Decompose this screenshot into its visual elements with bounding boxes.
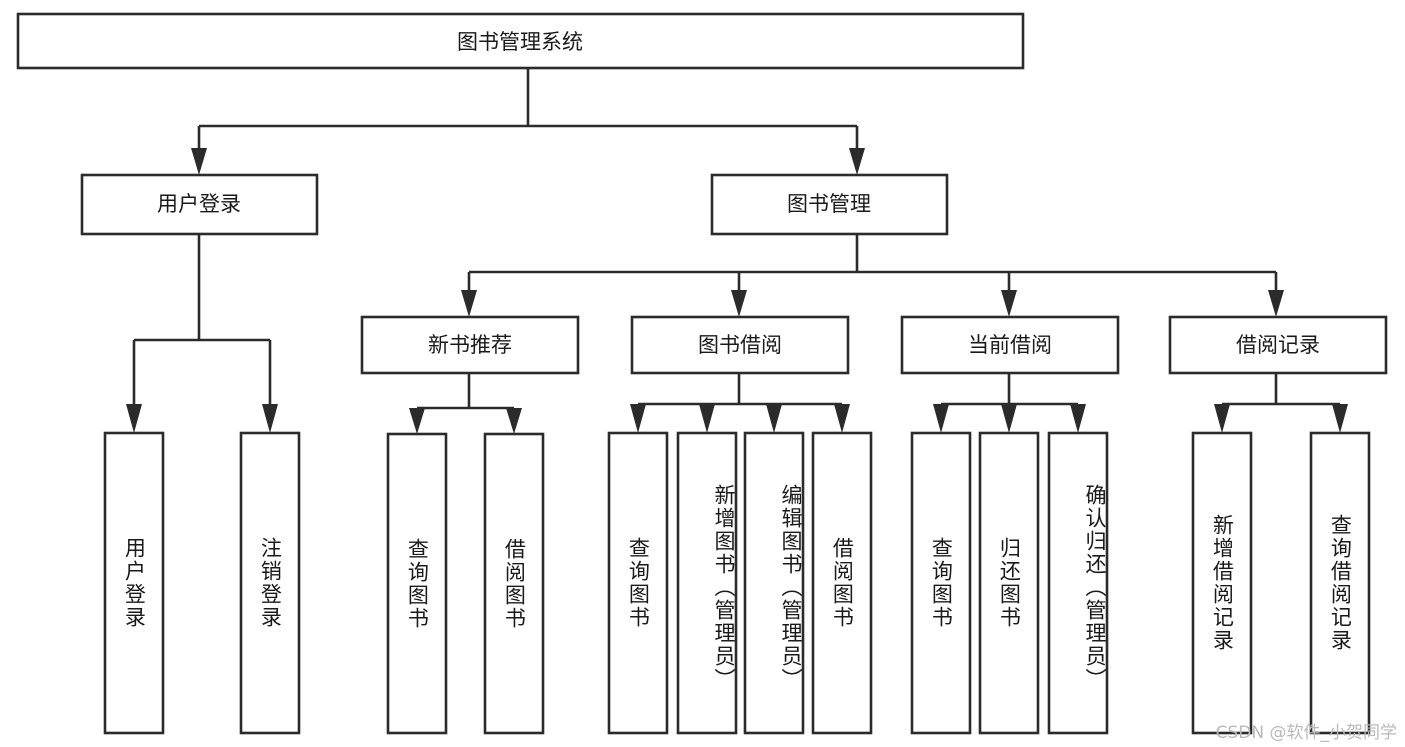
node-leaf-query-book-2[interactable] [607, 431, 669, 735]
node-book-borrow-label: 图书借阅 [698, 333, 782, 357]
arrow-head-leaf-add-book [699, 404, 715, 433]
arrow-head-leaf-user-logout [262, 404, 278, 433]
arrow-head-leaf-query-book-3 [933, 404, 949, 433]
node-leaf-query-record[interactable] [1309, 431, 1371, 735]
nodes-layer: 图书管理系统 用户登录 图书管理 新书推荐 图书借阅 当前借阅 借阅记录 [16, 12, 1388, 735]
arrow-head-leaf-user-login [126, 404, 142, 433]
arrow-head-leaf-edit-book [766, 404, 782, 433]
node-root-label: 图书管理系统 [457, 30, 583, 54]
node-user-login[interactable] [80, 173, 319, 236]
node-book-manage-label: 图书管理 [787, 192, 871, 216]
node-current-borrow-label: 当前借阅 [968, 333, 1052, 357]
node-leaf-query-book-3[interactable] [910, 431, 972, 735]
node-leaf-borrow-book-2[interactable] [811, 431, 873, 735]
node-current-borrow[interactable] [900, 315, 1120, 375]
node-leaf-confirm-return[interactable] [1047, 431, 1109, 735]
arrow-head-leaf-borrow-book-2 [834, 404, 850, 433]
node-leaf-return-book[interactable] [978, 431, 1040, 735]
node-borrow-record[interactable] [1168, 315, 1388, 375]
node-root[interactable] [16, 12, 1025, 70]
csdn-watermark: CSDN @软件_小贺同学 [1215, 723, 1397, 743]
arrow-head-new-book-recommend [461, 290, 477, 317]
node-leaf-user-logout[interactable] [239, 431, 301, 735]
arrow-head-leaf-query-book-2 [630, 404, 646, 433]
node-leaf-edit-book[interactable] [743, 431, 805, 735]
arrow-head-current-borrow [1001, 290, 1017, 317]
arrow-head-leaf-query-book-1 [409, 408, 425, 434]
node-new-book-recommend-label: 新书推荐 [428, 333, 512, 357]
node-book-borrow[interactable] [630, 315, 850, 375]
arrow-head-book-borrow [731, 290, 747, 317]
arrow-head-book-manage [849, 148, 865, 175]
connectors-layer [126, 68, 1348, 434]
node-user-login-label: 用户登录 [157, 192, 241, 216]
node-leaf-add-record[interactable] [1191, 431, 1253, 735]
node-leaf-add-book[interactable] [676, 431, 738, 735]
arrow-head-leaf-confirm-return [1070, 404, 1086, 433]
node-new-book-recommend[interactable] [360, 315, 580, 375]
node-leaf-query-book-1[interactable] [386, 432, 448, 735]
node-book-manage[interactable] [710, 173, 949, 236]
arrow-head-leaf-add-record [1214, 404, 1230, 433]
arrow-head-leaf-borrow-book-1 [506, 408, 522, 434]
node-borrow-record-label: 借阅记录 [1236, 333, 1320, 357]
arrow-head-leaf-query-record [1332, 404, 1348, 433]
arrow-head-user-login [191, 148, 207, 175]
node-leaf-user-login[interactable] [103, 431, 165, 735]
node-leaf-borrow-book-1[interactable] [483, 432, 545, 735]
arrow-head-borrow-record [1268, 290, 1284, 317]
arrow-head-leaf-return-book [1001, 404, 1017, 433]
